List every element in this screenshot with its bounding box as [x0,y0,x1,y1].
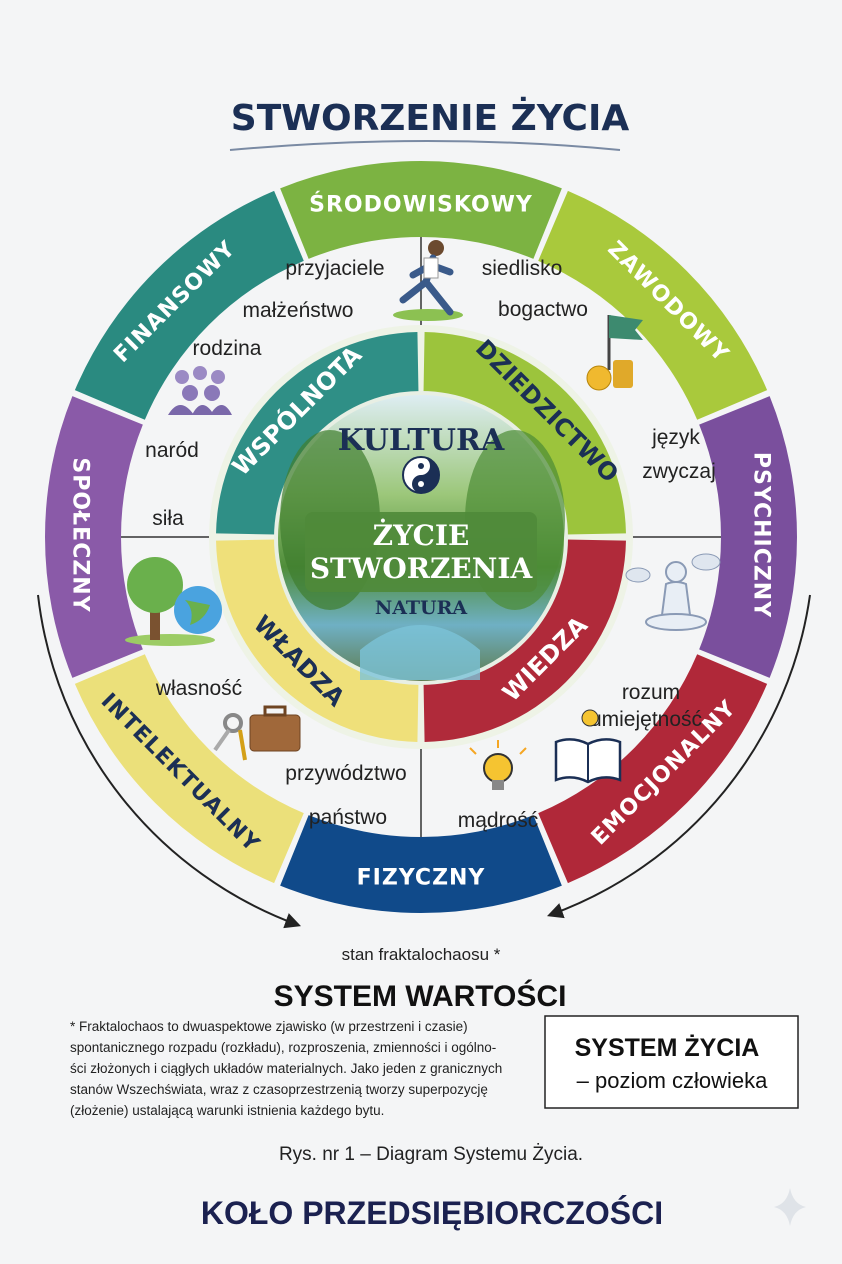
footnote-line: stanów Wszechświata, wraz z czasoprzestr… [70,1082,488,1097]
footnote-line: spontanicznego rozpadu (rozkładu), rozpr… [70,1040,496,1055]
system-box [544,1015,799,1109]
book-icon [554,709,622,784]
title-underline [229,140,621,151]
word-bogactwo: bogactwo [498,298,588,321]
word-siedlisko: siedlisko [482,257,563,280]
center-label-stworzenia: STWORZENIA [310,552,534,585]
outer-label-srodowiskowy: ŚRODOWISKOWY [309,192,533,218]
yin-yang-icon [402,456,440,494]
word-narod: naród [145,439,199,462]
footnote-line: (złożenie) ustalającą warunki istnienia … [70,1103,384,1118]
outer-segment-7 [45,396,143,678]
meditating-person-icon [625,553,721,631]
outer-label-fizyczny: FIZYCZNY [357,866,486,891]
right-arrow [546,594,811,919]
outer-label-psychiczny: PSYCHICZNY [749,452,774,618]
outer-segment-3 [699,396,797,678]
outer-label-spoleczny: SPOŁECZNY [68,457,93,612]
word-panstwo: państwo [309,806,387,829]
bottom-title: KOŁO PRZEDSIĘBIORCZOŚCI [201,1195,663,1231]
word-rozum: rozum [622,681,680,704]
word-rodzina: rodzina [193,337,262,360]
left-arrow [37,594,302,929]
word-przywodztwo: przywództwo [285,762,406,785]
page-title: STWORZENIE ŻYCIA [231,96,630,139]
light-bulb-icon [469,740,527,790]
keys-briefcase-icon [213,705,301,761]
center-label-zycie: ŻYCIE [373,518,470,552]
center-label-kultura: KULTURA [338,423,505,458]
word-wlasnosc: własność [155,677,242,700]
sparkle-icon [774,1188,806,1226]
word-malzenstwo: małżeństwo [243,299,354,322]
center-banner [305,512,537,592]
system-box-title: SYSTEM ŻYCIA [575,1034,760,1062]
system-box-subtitle: – poziom człowieka [577,1068,769,1093]
people-group-icon [168,366,232,415]
footnote-line: * Fraktalochaos to dwuaspektowe zjawisko… [70,1019,468,1034]
arc-caption: stan fraktalochaosu * [342,945,501,964]
figure-caption: Rys. nr 1 – Diagram Systemu Życia. [279,1144,583,1165]
outer-segment-5 [280,815,562,913]
word-jezyk: język [651,426,700,449]
outer-segment-4 [538,654,768,884]
footnote: * Fraktalochaos to dwuaspektowe zjawisko… [70,1019,502,1118]
tree-globe-icon [125,557,222,646]
system-title: SYSTEM WARTOŚCI [274,979,567,1013]
outer-ring [45,160,797,913]
outer-label-intelektualny: INTELEKTUALNY [96,689,265,858]
outer-segment-2 [538,190,768,420]
word-umiejetnosc: umiejętność [590,708,702,731]
outer-segment-1 [280,160,562,259]
outer-segment-8 [74,190,304,420]
word-przyjaciele: przyjaciele [285,257,384,280]
flag-coins-icon [586,315,643,391]
outer-segment-6 [74,654,304,884]
center-label-natura: NATURA [375,597,468,619]
word-zwyczaj: zwyczaj [642,460,716,483]
runner-icon [393,240,463,321]
word-sila: siła [152,507,184,530]
word-madrosc: mądrość [458,809,539,832]
footnote-line: ści złożonych i ciągłych układów materia… [70,1061,502,1076]
